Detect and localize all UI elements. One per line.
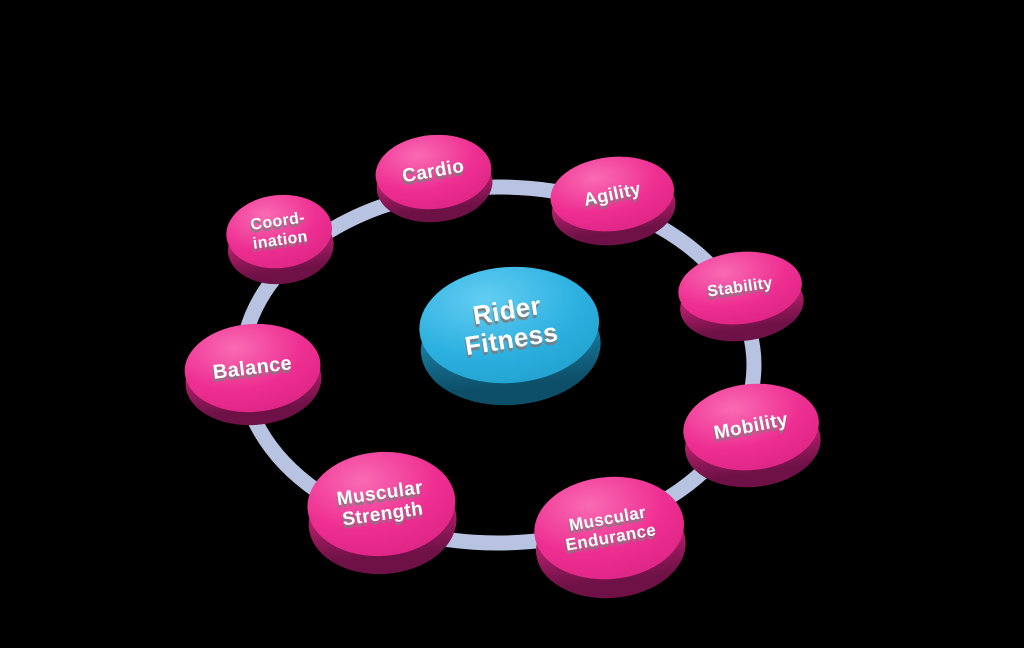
- node-mobility: Mobility: [678, 377, 826, 494]
- node-coordination: Coord-ination: [222, 188, 338, 290]
- node-label-line: Cardio: [400, 156, 467, 188]
- node-label-balance: Balance: [180, 316, 326, 420]
- node-label-coordination: Coord-ination: [222, 188, 337, 275]
- node-label-line: Stability: [706, 274, 774, 301]
- node-stability: Stability: [674, 245, 808, 348]
- node-cardio: Cardio: [372, 130, 496, 227]
- node-agility: Agility: [546, 150, 680, 252]
- node-label-line: Mobility: [712, 409, 790, 445]
- node-balance: Balance: [180, 316, 326, 430]
- node-label-line: Agility: [581, 178, 643, 210]
- node-label-line: Balance: [211, 351, 294, 384]
